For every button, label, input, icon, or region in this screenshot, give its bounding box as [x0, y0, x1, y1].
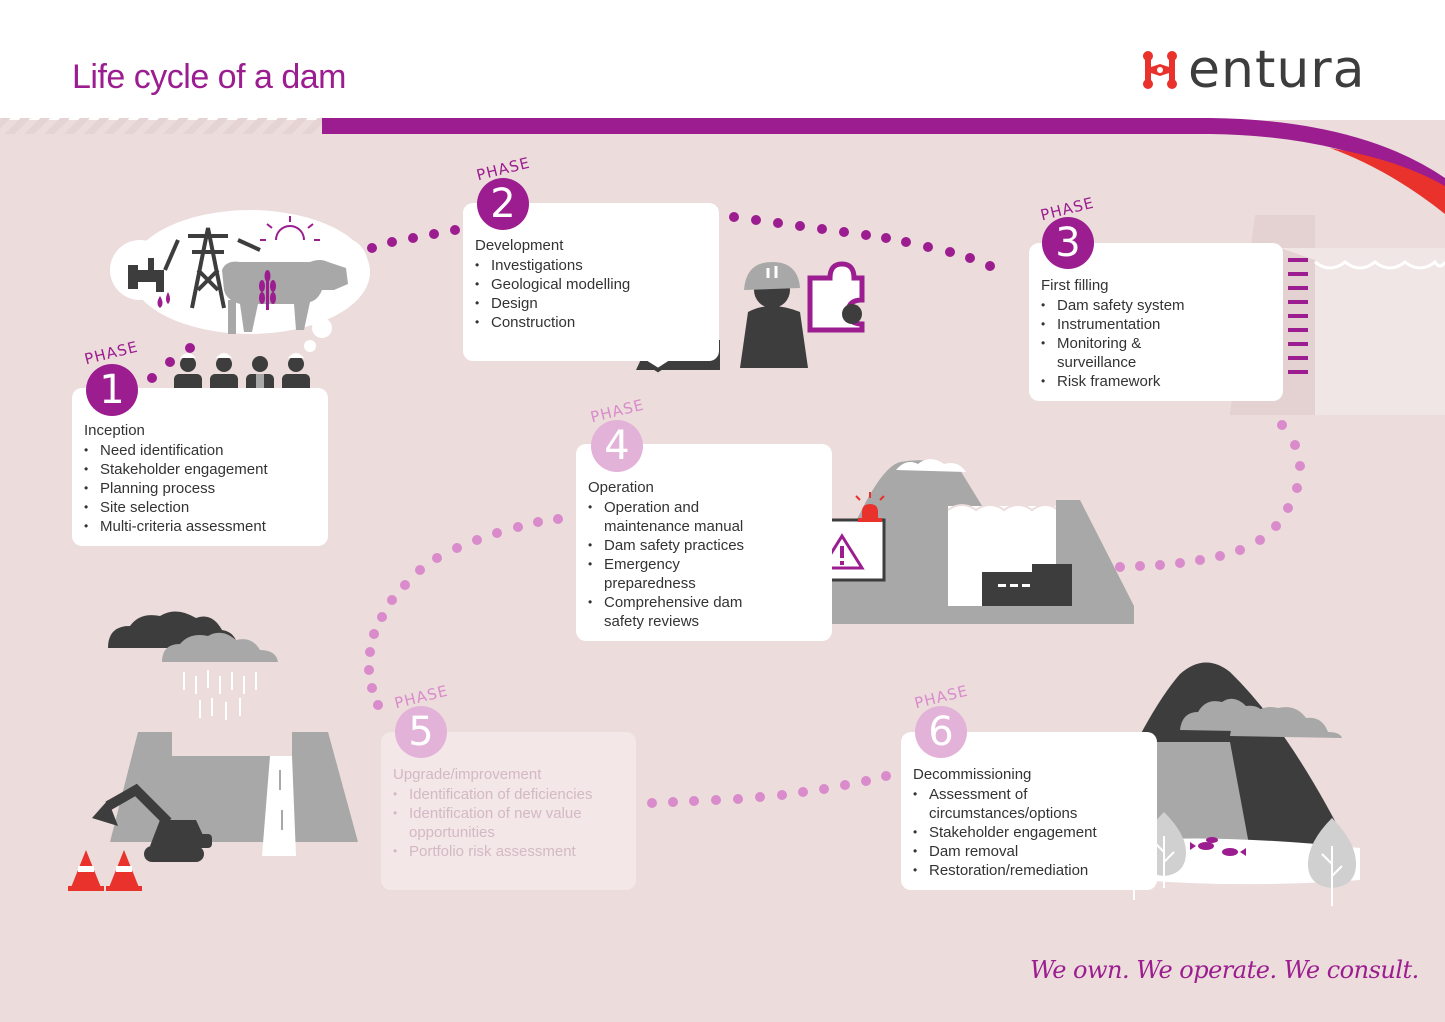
fish-icon: [1190, 837, 1246, 856]
entura-logo-icon: [1143, 51, 1177, 89]
puzzle-icon: [807, 261, 865, 333]
logo-wordmark: entura: [1188, 40, 1366, 100]
phase-1-title: Inception: [84, 422, 145, 439]
list-item: Dam removal: [913, 842, 1103, 861]
page-title: Life cycle of a dam: [72, 58, 346, 96]
traffic-cone-icon: [68, 850, 142, 891]
phase-2-list: Investigations Geological modelling Desi…: [475, 256, 630, 332]
path-dots-dark: [147, 212, 995, 383]
list-item: Investigations: [475, 256, 630, 275]
cloud-icon: [108, 611, 278, 662]
list-item: Assessment of circumstances/options: [913, 785, 1103, 823]
list-item: Site selection: [84, 498, 268, 517]
phase-6-badge: 6: [915, 706, 967, 758]
path-dots-light: [364, 420, 1305, 808]
phase-5-badge: 5: [395, 706, 447, 758]
stripe-band: [0, 118, 322, 134]
operation-dam: [756, 459, 1134, 624]
water-tap-icon: [128, 258, 170, 308]
phase-1-card: Inception Need identification Stakeholde…: [72, 388, 328, 546]
list-item: Restoration/remediation: [913, 861, 1103, 880]
phase-5-title: Upgrade/improvement: [393, 766, 542, 783]
phase-4-title: Operation: [588, 479, 654, 496]
wheat-icon: [259, 270, 276, 310]
excavator-icon: [92, 783, 212, 862]
phase-2-title: Development: [475, 237, 564, 254]
list-item: Construction: [475, 313, 630, 332]
phase-6-list: Assessment of circumstances/options Stak…: [913, 785, 1103, 880]
phase-1-list: Need identification Stakeholder engageme…: [84, 441, 268, 536]
phase-4-card: Operation Operation and maintenance manu…: [576, 444, 832, 641]
phase-5-card: Upgrade/improvement Identification of de…: [381, 732, 636, 890]
list-item: Design: [475, 294, 630, 313]
list-item: Identification of new value opportunitie…: [393, 804, 593, 842]
list-item: Stakeholder engagement: [84, 460, 268, 479]
list-item: Comprehensive dam safety reviews: [588, 593, 748, 631]
power-pylon-icon: [163, 227, 261, 309]
purple-band: [322, 118, 1445, 196]
list-item: Risk framework: [1041, 372, 1191, 391]
list-item: Monitoring & surveillance: [1041, 334, 1191, 372]
phase-2-badge: 2: [477, 178, 529, 230]
list-item: Instrumentation: [1041, 315, 1191, 334]
phase-3-badge: 3: [1042, 217, 1094, 269]
phase-3-card: First filling Dam safety system Instrume…: [1029, 243, 1283, 401]
list-item: Dam safety practices: [588, 536, 748, 555]
red-band: [1330, 148, 1445, 214]
phase-3-list: Dam safety system Instrumentation Monito…: [1041, 296, 1191, 391]
phase-4-list: Operation and maintenance manual Dam saf…: [588, 498, 748, 631]
cow-icon: [222, 260, 348, 334]
list-item: Geological modelling: [475, 275, 630, 294]
list-item: Stakeholder engagement: [913, 823, 1103, 842]
sun-icon: [260, 216, 320, 241]
upgrade-dam: [110, 732, 358, 856]
phase-6-card: Decommissioning Assessment of circumstan…: [901, 732, 1157, 890]
list-item: Need identification: [84, 441, 268, 460]
list-item: Emergency preparedness: [588, 555, 748, 593]
alarm-icon: [855, 492, 885, 522]
entura-logo: entura: [1140, 40, 1366, 100]
tagline: We own. We operate. We consult.: [1030, 956, 1419, 984]
list-item: Multi-criteria assessment: [84, 517, 268, 536]
list-item: Portfolio risk assessment: [393, 842, 593, 861]
phase-3-title: First filling: [1041, 277, 1109, 294]
list-item: Dam safety system: [1041, 296, 1191, 315]
phase-4-badge: 4: [591, 420, 643, 472]
phase-5-list: Identification of deficiencies Identific…: [393, 785, 593, 861]
list-item: Identification of deficiencies: [393, 785, 593, 804]
rain-icon: [183, 670, 257, 720]
phase-1-badge: 1: [86, 364, 138, 416]
list-item: Planning process: [84, 479, 268, 498]
phase-6-title: Decommissioning: [913, 766, 1032, 783]
list-item: Operation and maintenance manual: [588, 498, 748, 536]
